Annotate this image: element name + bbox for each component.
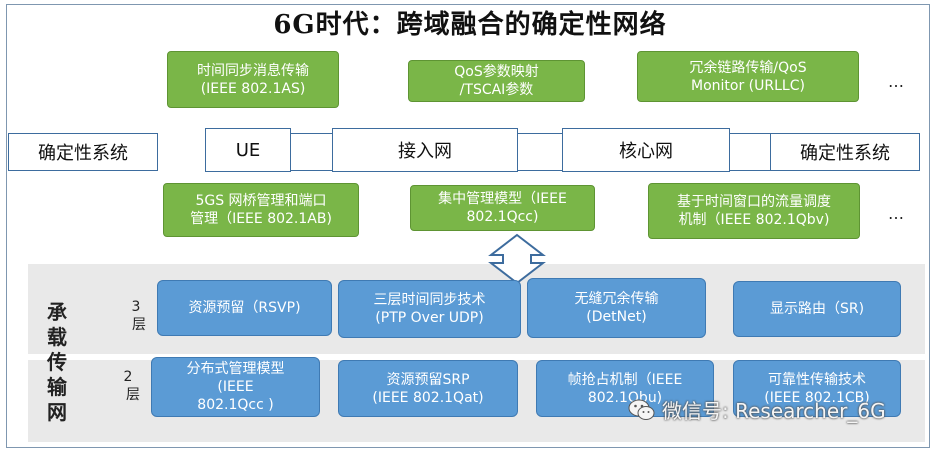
ue-box: UE: [205, 128, 291, 172]
node-text-line: (IEEE 802.1Qat): [372, 389, 484, 406]
connector-bar: [730, 133, 770, 171]
node-text-line: 802.1Qcc): [466, 209, 539, 225]
access-network-box: 接入网: [332, 128, 518, 172]
layer-unit: 层: [126, 387, 140, 403]
l3-rsvp: 资源预留（RSVP): [157, 280, 332, 336]
node-text-line: (IEEE 802.1CB): [764, 389, 870, 406]
core-network-box: 核心网: [562, 128, 730, 172]
connector-bar: [518, 133, 562, 171]
label-char: 载: [47, 325, 67, 349]
watermark: 微信号: Researcher_6G: [628, 395, 886, 424]
ellipsis-second: …: [888, 204, 904, 223]
node-text-line: 基于时间窗口的流量调度: [677, 194, 831, 210]
node-text-line: (DetNet): [586, 309, 647, 325]
watermark-text: 微信号: Researcher_6G: [662, 399, 886, 423]
node-text-line: 机制（IEEE 802.1Qbv): [678, 212, 830, 228]
l3-detnet: 无缝冗余传输 (DetNet): [527, 278, 706, 338]
node-text-line: 管理（IEEE 802.1AB): [190, 211, 332, 227]
node-text-line: 资源预留（RSVP): [188, 300, 301, 316]
node-text-line: 帧抢占机制（IEEE: [567, 371, 683, 388]
diagram-title: 6G时代：跨域融合的确定性网络: [273, 10, 667, 40]
bearer-network-label: 承 载 传 输 网: [46, 300, 68, 425]
node-text-line: 5GS 网桥管理和端口: [195, 193, 327, 209]
node-text-line: 集中管理模型（IEEE: [438, 191, 567, 207]
node-text-line: 三层时间同步技术: [373, 292, 486, 308]
node-text-line: 显示路由（SR): [769, 301, 865, 317]
node-text-line: 冗余链路传输/QoS: [689, 59, 807, 76]
node-5gs-bridge: 5GS 网桥管理和端口管理（IEEE 802.1AB): [163, 183, 359, 237]
layer-unit: 层: [132, 317, 146, 333]
ellipsis-top: …: [888, 72, 904, 91]
l3-segment-routing: 显示路由（SR): [733, 281, 901, 337]
node-text-line: 时间同步消息传输: [197, 62, 309, 79]
label-char: 网: [47, 400, 67, 424]
node-time-sync-message: 时间同步消息传输(IEEE 802.1AS): [167, 51, 339, 108]
node-centralized-mgmt: 集中管理模型（IEEE 802.1Qcc): [410, 185, 595, 231]
node-qos-mapping: QoS参数映射/TSCAI参数: [408, 60, 585, 102]
layer2-label: 2 层: [118, 368, 140, 404]
layer-number: 2: [123, 369, 133, 385]
label-char: 承: [47, 300, 67, 324]
deterministic-system-left: 确定性系统: [8, 133, 158, 171]
diagram-frame: [6, 4, 930, 448]
node-text-line: (PTP Over UDP): [375, 310, 484, 326]
node-time-window-scheduling: 基于时间窗口的流量调度机制（IEEE 802.1Qbv): [648, 183, 860, 239]
node-text-line: /TSCAI参数: [459, 82, 534, 98]
l2-srp: 资源预留SRP(IEEE 802.1Qat): [338, 360, 518, 417]
deterministic-system-right: 确定性系统: [770, 133, 920, 171]
node-text-line: 分布式管理模型: [186, 361, 285, 377]
l2-distributed-mgmt: 分布式管理模型 (IEEE 802.1Qcc ): [151, 357, 320, 417]
l3-ptp-over-udp: 三层时间同步技术 (PTP Over UDP): [338, 280, 521, 338]
node-text-line: (IEEE 802.1AS): [200, 80, 306, 97]
node-text-line: 资源预留SRP: [386, 371, 470, 388]
node-text-line: 可靠性传输技术: [768, 371, 866, 388]
connector-bar: [291, 133, 332, 171]
node-text-line: 802.1Qcc ): [197, 397, 274, 413]
node-text-line: Monitor (URLLC): [691, 77, 805, 94]
node-text-line: (IEEE: [217, 379, 254, 395]
l2-reliable-transmission: 可靠性传输技术(IEEE 802.1CB): [733, 360, 901, 417]
label-char: 输: [47, 375, 67, 399]
layer-number: 3: [131, 299, 141, 315]
wechat-icon: [628, 399, 655, 420]
layer3-label: 3 层: [126, 298, 146, 334]
node-text-line: QoS参数映射: [454, 64, 539, 80]
node-text-line: 无缝冗余传输: [574, 291, 659, 307]
label-char: 传: [47, 350, 67, 374]
